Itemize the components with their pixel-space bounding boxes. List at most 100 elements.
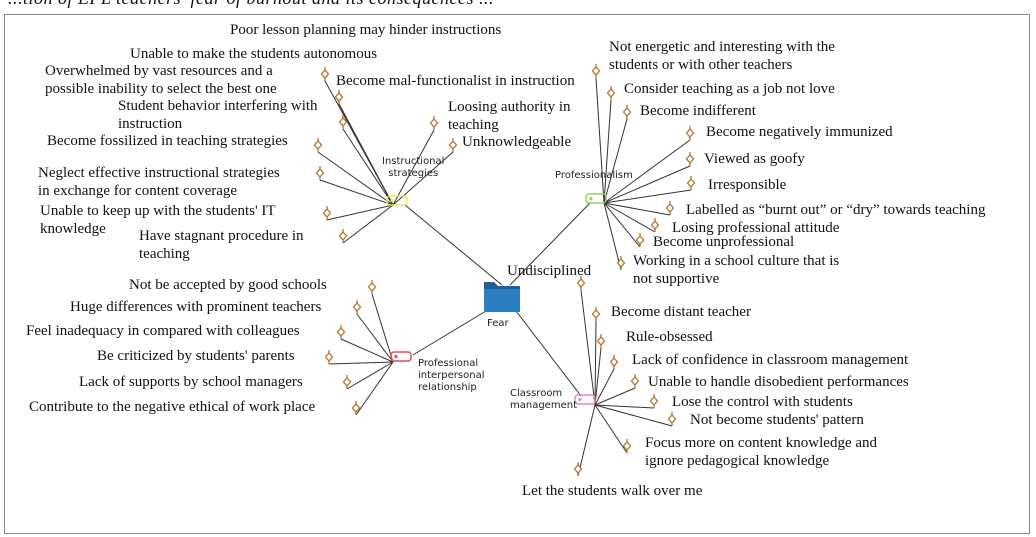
node-icon	[338, 115, 348, 129]
classroom-node-label: Not become students' pattern	[690, 412, 864, 428]
node-icon	[606, 86, 616, 100]
node-icon	[667, 412, 677, 426]
node-icon	[650, 218, 660, 232]
edge-classroom	[594, 404, 673, 427]
edge-classroom	[594, 404, 628, 454]
node-icon	[367, 280, 377, 294]
node-icon	[448, 138, 458, 152]
node-icon	[622, 105, 632, 119]
edge-professionalism	[603, 139, 691, 204]
edge-instructional	[392, 129, 435, 206]
edge-professionalism	[603, 165, 691, 204]
classroom-node-label: Lack of confidence in classroom manageme…	[632, 352, 909, 368]
edge-classroom	[594, 368, 615, 406]
edge-interpersonal	[340, 338, 394, 363]
classroom-node-label: Rule-obsessed	[626, 329, 713, 345]
node-icon	[313, 138, 323, 152]
node-icon	[596, 334, 606, 348]
interpersonal-node-label: Huge differences with prominent teachers	[70, 299, 322, 315]
node-icon	[685, 126, 695, 140]
professionalism-node-label: Labelled as “burnt out” or “dry” towards…	[686, 202, 986, 218]
node-icon	[351, 401, 361, 415]
edge-instructional	[338, 103, 394, 206]
edge-center-classroom	[515, 310, 582, 397]
professionalism-node-label: Become unprofessional	[653, 234, 795, 250]
node-icon	[342, 375, 352, 389]
node-icon	[686, 176, 696, 190]
classroom-node-label: Unable to handle disobedient performance…	[648, 374, 909, 390]
professionalism-tag-icon	[585, 193, 607, 204]
professionalism-node-label: Become indifferent	[640, 103, 756, 119]
professionalism-node-label: Losing professional attitude	[672, 220, 840, 236]
classroom-node-label: Undisciplined	[507, 263, 592, 279]
professionalism-node-label: Become negatively immunized	[706, 124, 893, 140]
classroom-tag-icon	[574, 394, 596, 405]
instructional-node-label: Unable to make the students autonomous	[130, 46, 378, 62]
node-icon	[665, 201, 675, 215]
edge-interpersonal	[371, 293, 394, 363]
professionalism-node-label: Viewed as goofy	[704, 151, 805, 167]
edge-interpersonal	[355, 361, 394, 416]
edge-interpersonal	[328, 361, 394, 365]
edge-professionalism	[603, 189, 692, 204]
diagram-frame	[4, 14, 1030, 534]
edge-professionalism	[603, 202, 622, 271]
instructional-tag-icon	[386, 195, 408, 206]
node-icon	[336, 325, 346, 339]
edge-center-interpersonal	[412, 310, 487, 356]
edge-instructional	[326, 204, 394, 221]
interpersonal-node-label: Lack of supports by school managers	[79, 374, 303, 390]
node-icon	[576, 276, 586, 290]
folder-icon	[484, 282, 520, 312]
interpersonal-node-label: Not be accepted by good schools	[129, 277, 327, 293]
instructional-node-label: Become fossilized in teaching strategies	[47, 133, 288, 149]
node-icon	[322, 206, 332, 220]
node-icon	[649, 394, 659, 408]
interpersonal-node-label: Contribute to the negative ethical of wo…	[29, 399, 316, 415]
edge-instructional	[342, 204, 394, 244]
edge-instructional	[342, 128, 394, 206]
edge-instructional	[317, 151, 394, 206]
node-icon	[334, 90, 344, 104]
node-icon	[324, 350, 334, 364]
edge-classroom	[594, 404, 655, 409]
node-icon	[630, 374, 640, 388]
edge-professionalism	[595, 77, 605, 204]
node-icon	[591, 307, 601, 321]
node-icon	[685, 152, 695, 166]
edge-classroom	[577, 404, 596, 477]
node-icon	[429, 116, 439, 130]
figure-caption: ...tion of EFL teachers' fear of burnout…	[8, 0, 1028, 8]
category-professionalism: Professionalism	[555, 170, 633, 181]
node-icon	[635, 233, 645, 247]
edge-classroom	[580, 289, 596, 406]
node-icon	[591, 64, 601, 78]
professionalism-node-label: Irresponsible	[708, 177, 787, 193]
edge-professionalism	[603, 202, 641, 248]
instructional-node-label: Poor lesson planning may hinder instruct…	[230, 22, 502, 38]
edge-professionalism	[603, 202, 656, 233]
instructional-node-label: Become mal-functionalist in instruction	[336, 73, 575, 89]
edge-instructional	[319, 179, 394, 206]
interpersonal-node-label: Be criticized by students' parents	[97, 348, 295, 364]
node-icon	[622, 439, 632, 453]
classroom-node-label: Lose the control with students	[672, 394, 853, 410]
edge-classroom	[594, 387, 636, 406]
center-label: Fear	[487, 318, 509, 329]
node-icon	[573, 462, 583, 476]
edge-professionalism	[603, 202, 671, 216]
classroom-node-label: Let the students walk over me	[522, 483, 703, 499]
edge-professionalism	[603, 99, 612, 204]
node-icon	[609, 355, 619, 369]
edge-classroom	[594, 347, 602, 406]
node-icon	[352, 300, 362, 314]
